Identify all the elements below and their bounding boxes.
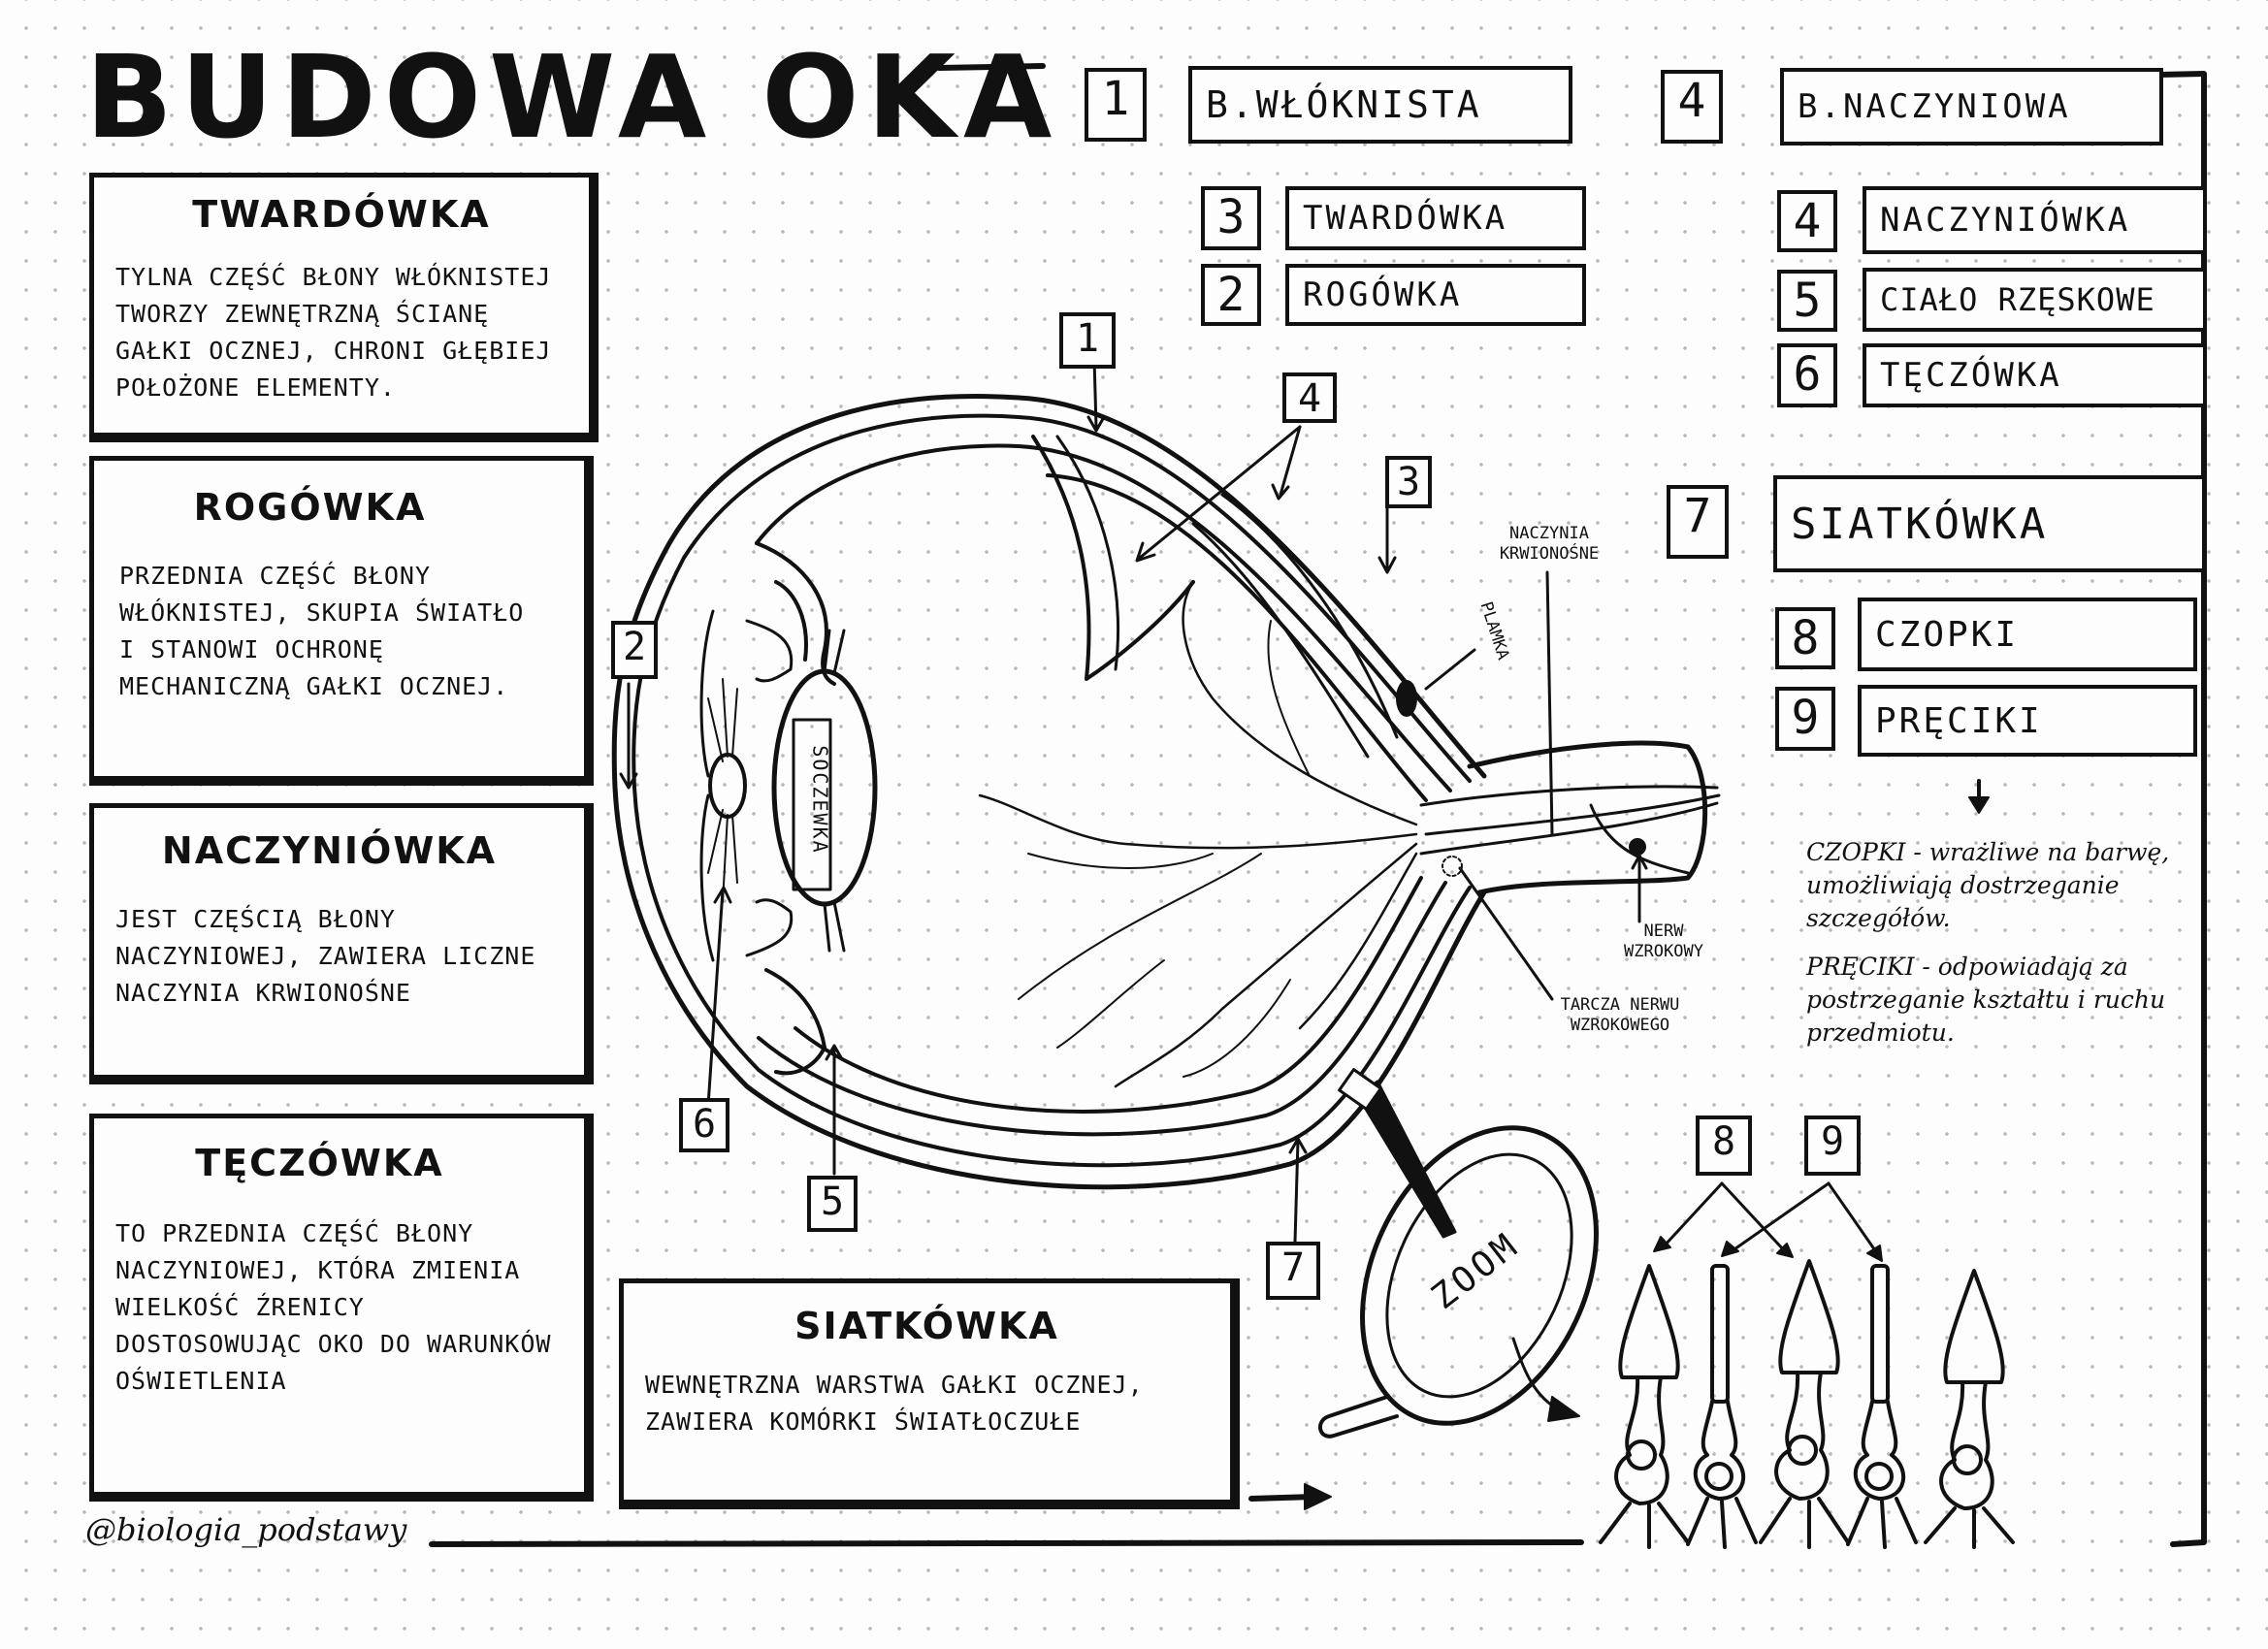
legend-num-teczowka: 6 — [1777, 343, 1837, 407]
legend-num-siatkowka: 7 — [1667, 485, 1729, 559]
siatkowka-info-text: WEWNĘTRZNA WARSTWA GAŁKI OCZNEJ, ZAWIERA… — [645, 1371, 1144, 1436]
twardowka-info-box: TWARDÓWKA TYLNA CZĘŚĆ BŁONY WŁÓKNISTEJ T… — [89, 173, 599, 442]
naczyniowka-info-text: JEST CZĘŚCIĄ BŁONY NACZYNIOWEJ, ZAWIERA … — [115, 905, 536, 1007]
legend-label-preciki: PRĘCIKI — [1858, 685, 2197, 757]
callout-1: 1 — [1059, 312, 1116, 369]
optic-disc-label: TARCZA NERWU WZROKOWEGO — [1560, 995, 1680, 1035]
signature: @biologia_podstawy — [85, 1511, 407, 1548]
legend-num-czopki: 8 — [1775, 607, 1835, 669]
legend-num-naczyniowa: 4 — [1661, 70, 1723, 144]
legend-label-naczyniowa: B.NACZYNIOWA — [1780, 68, 2163, 146]
teczowka-info-text: TO PRZEDNIA CZĘŚĆ BŁONY NACZYNIOWEJ, KTÓ… — [115, 1219, 552, 1395]
siatkowka-info-box: SIATKÓWKA WEWNĘTRZNA WARSTWA GAŁKI OCZNE… — [619, 1278, 1240, 1509]
legend-label-naczyniowka: NACZYNIÓWKA — [1863, 186, 2207, 254]
legend-num-twardowka: 3 — [1201, 186, 1261, 250]
teczowka-info-title: TĘCZÓWKA — [195, 1142, 444, 1184]
note-czopki: CZOPKI - wrażliwe na barwę, umożliwiają … — [1806, 838, 2170, 932]
teczowka-info-box: TĘCZÓWKA TO PRZEDNIA CZĘŚĆ BŁONY NACZYNI… — [89, 1114, 594, 1502]
callout-5: 5 — [807, 1176, 858, 1232]
legend-label-teczowka: TĘCZÓWKA — [1863, 343, 2207, 407]
blood-vessels-label: NACZYNIA KRWIONOŚNE — [1499, 524, 1600, 564]
naczyniowka-info-title: NACZYNIÓWKA — [161, 829, 498, 872]
legend-label-wloknista: B.WŁÓKNISTA — [1188, 66, 1572, 144]
note-preciki: PRĘCIKI - odpowiadają za postrzeganie ks… — [1806, 953, 2166, 1047]
callout-6: 6 — [679, 1098, 729, 1152]
legend-num-cialo-rzeskowe: 5 — [1777, 270, 1837, 332]
legend-label-twardowka: TWARDÓWKA — [1285, 186, 1586, 250]
page-title: BUDOWA OKA — [85, 30, 1060, 164]
callout-3: 3 — [1385, 456, 1432, 508]
callout-7: 7 — [1266, 1242, 1320, 1300]
rogowka-info-box: ROGÓWKA PRZEDNIA CZĘŚĆ BŁONY WŁÓKNISTEJ,… — [89, 456, 594, 786]
legend-num-wloknista: 1 — [1085, 68, 1147, 142]
rogowka-info-text: PRZEDNIA CZĘŚĆ BŁONY WŁÓKNISTEJ, SKUPIA … — [119, 562, 525, 700]
legend-num-naczyniowka: 4 — [1777, 190, 1837, 252]
callout-2: 2 — [611, 621, 658, 679]
legend-num-preciki: 9 — [1775, 687, 1835, 751]
optic-nerve-label: NERW WZROKOWY — [1624, 922, 1703, 961]
legend-label-cialo-rzeskowe: CIAŁO RZĘSKOWE — [1863, 268, 2207, 332]
callout-4: 4 — [1282, 372, 1337, 423]
cell-callout-8: 8 — [1696, 1116, 1752, 1176]
legend-label-rogowka: ROGÓWKA — [1285, 264, 1586, 326]
rogowka-info-title: ROGÓWKA — [193, 486, 427, 529]
twardowka-info-title: TWARDÓWKA — [192, 193, 491, 236]
legend-label-siatkowka: SIATKÓWKA — [1773, 475, 2206, 572]
siatkowka-info-title: SIATKÓWKA — [794, 1305, 1059, 1347]
naczyniowka-info-box: NACZYNIÓWKA JEST CZĘŚCIĄ BŁONY NACZYNIOW… — [89, 803, 594, 1084]
lens-label: SOCZEWKA — [808, 745, 832, 855]
legend-label-czopki: CZOPKI — [1858, 598, 2197, 671]
legend-num-rogowka: 2 — [1201, 264, 1261, 326]
twardowka-info-text: TYLNA CZĘŚĆ BŁONY WŁÓKNISTEJ TWORZY ZEWN… — [115, 263, 552, 402]
cell-callout-9: 9 — [1804, 1116, 1861, 1176]
